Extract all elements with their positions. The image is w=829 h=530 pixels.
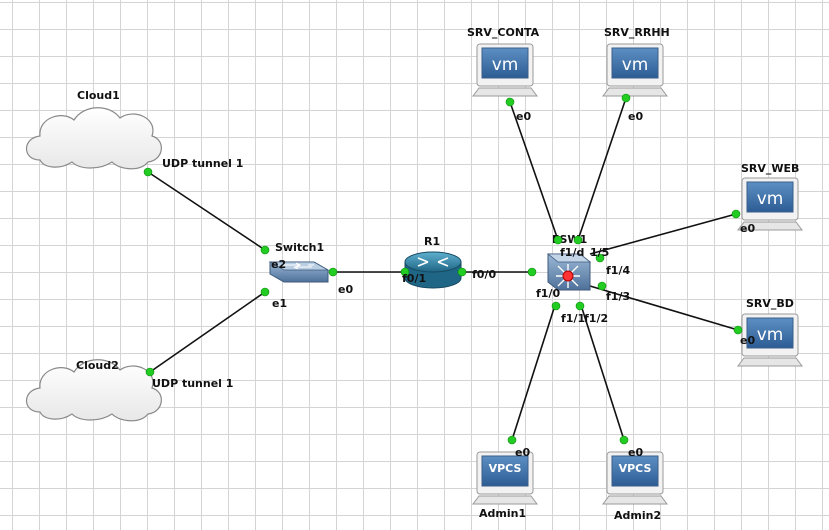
port-dot	[527, 267, 537, 277]
link-cloud1-switch1[interactable]	[147, 171, 266, 251]
port-label: f0/0	[472, 268, 496, 281]
node-admin1[interactable]: VPCS Admin1	[472, 451, 538, 520]
node-label: SRV_RRHH	[604, 26, 670, 39]
vpcs-icon: VPCS	[489, 462, 522, 475]
port-label: e0	[628, 446, 643, 459]
port-dot	[733, 325, 743, 335]
link-esw1-admin1[interactable]	[511, 301, 557, 441]
port-label: f1/4	[606, 264, 630, 277]
port-dot	[505, 97, 515, 107]
port-label: f1/0	[536, 287, 560, 300]
vm-icon: vm	[622, 55, 649, 75]
port-dot	[619, 435, 629, 445]
port-dot	[597, 281, 607, 291]
node-srv-bd[interactable]: vm SRV_BD	[737, 297, 803, 367]
node-label: R1	[424, 235, 440, 248]
node-cloud2[interactable]: Cloud2	[25, 359, 162, 422]
link-esw1-srv-web[interactable]	[589, 213, 737, 255]
node-label: Cloud1	[77, 89, 120, 102]
vm-icon: vm	[492, 55, 519, 75]
port-dot	[621, 93, 631, 103]
port-dot	[553, 235, 563, 245]
port-dot	[400, 267, 410, 277]
port-label: e0	[515, 446, 530, 459]
port-labels: UDP tunnel 1 UDP tunnel 1 e2 e1 e0 f0/1 …	[152, 110, 755, 459]
node-admin2[interactable]: VPCS Admin2	[602, 451, 668, 522]
ethernet-switch-icon	[546, 253, 592, 291]
port-label: e0	[740, 334, 755, 347]
node-label: SRV_WEB	[741, 162, 799, 175]
port-label: e0	[740, 222, 755, 235]
link-esw1-srv-bd[interactable]	[589, 285, 739, 331]
port-label: f1/1	[561, 312, 585, 325]
link-endpoints	[143, 93, 743, 445]
node-r1[interactable]: R1	[404, 235, 462, 289]
link-esw1-srv-conta[interactable]	[509, 101, 559, 241]
port-dot	[731, 209, 741, 219]
port-dot	[260, 245, 270, 255]
port-dot	[143, 167, 153, 177]
cloud-icon	[25, 359, 162, 422]
vm-icon: vm	[757, 189, 784, 209]
port-label: f1/d	[560, 246, 584, 259]
port-dot	[260, 287, 270, 297]
node-label: SRV_CONTA	[467, 26, 540, 39]
link-esw1-srv-rrhh[interactable]	[577, 97, 627, 241]
vpcs-icon: VPCS	[619, 462, 652, 475]
port-dot	[551, 301, 561, 311]
node-cloud1[interactable]: Cloud1	[25, 89, 162, 170]
node-label: Admin1	[479, 507, 526, 520]
port-dot	[145, 367, 155, 377]
port-dot	[573, 235, 583, 245]
port-label: UDP tunnel 1	[162, 157, 243, 170]
port-label: e2	[271, 258, 286, 271]
node-label: Admin2	[614, 509, 661, 522]
port-dot	[507, 435, 517, 445]
port-dot	[575, 301, 585, 311]
port-dot	[328, 267, 338, 277]
port-label: f1/3	[606, 290, 630, 303]
node-switch1[interactable]: Switch1	[268, 241, 330, 283]
cloud-icon	[25, 107, 162, 170]
link-cloud2-switch1[interactable]	[149, 291, 266, 373]
node-srv-web[interactable]: vm SRV_WEB	[737, 162, 803, 231]
link-esw1-admin2[interactable]	[579, 301, 625, 441]
node-srv-conta[interactable]: vm SRV_CONTA	[467, 26, 540, 97]
port-dot	[595, 253, 605, 263]
port-label: e1	[272, 297, 287, 310]
node-label: Switch1	[275, 241, 324, 254]
vm-icon: vm	[757, 325, 784, 345]
port-label: e0	[628, 110, 643, 123]
port-label: 1/5	[590, 246, 609, 259]
port-label: UDP tunnel 1	[152, 377, 233, 390]
node-label: Cloud2	[76, 359, 119, 372]
node-srv-rrhh[interactable]: vm SRV_RRHH	[602, 26, 670, 97]
port-label: e0	[338, 283, 353, 296]
links	[147, 97, 739, 441]
port-label: f1/2	[584, 312, 608, 325]
router-icon	[404, 251, 462, 289]
node-label: SRV_BD	[746, 297, 794, 310]
port-label: f0/1	[402, 272, 426, 285]
port-dot	[457, 267, 467, 277]
port-label: e0	[516, 110, 531, 123]
